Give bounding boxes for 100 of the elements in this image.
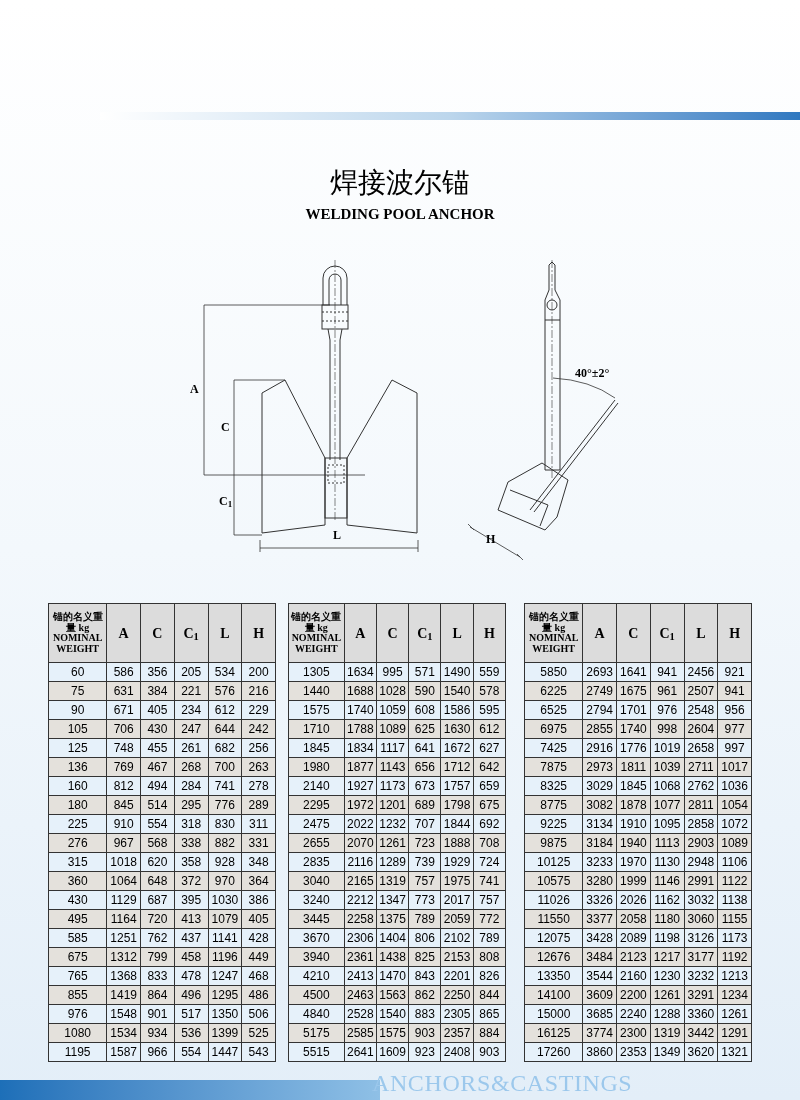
table-cell: 2641 [344, 1043, 376, 1061]
table-cell: 1213 [718, 967, 751, 985]
table-cell: 2353 [617, 1043, 650, 1061]
table-cell: 1291 [718, 1024, 751, 1042]
table-cell: 2463 [344, 986, 376, 1004]
table-cell: 5515 [289, 1043, 344, 1061]
table-cell: 3134 [583, 815, 617, 833]
table-cell: 506 [242, 1005, 275, 1023]
table-cell: 384 [141, 682, 174, 700]
table-cell: 1192 [718, 948, 751, 966]
table-cell: 1878 [617, 796, 650, 814]
table-cell: 934 [141, 1024, 174, 1042]
table-cell: 941 [718, 682, 751, 700]
subtitle: WELDING POOL ANCHOR [304, 205, 496, 224]
table-cell: 1540 [376, 1005, 409, 1023]
table-cell: 995 [376, 663, 409, 681]
table-cell: 1196 [208, 948, 242, 966]
table-cell: 1776 [617, 739, 650, 757]
table-cell: 1540 [441, 682, 473, 700]
table-cell: 554 [141, 815, 174, 833]
table-cell: 2858 [684, 815, 718, 833]
header-cell: A [107, 604, 141, 662]
header-cell: 锚的名义重量 kg NOMINAL WEIGHT [49, 604, 107, 662]
table-cell: 910 [107, 815, 141, 833]
table-cell: 2835 [289, 853, 344, 871]
table-cell: 1447 [208, 1043, 242, 1061]
title: 焊接波尔锚 [329, 166, 471, 200]
table-cell: 1575 [376, 1024, 409, 1042]
table-cell: 706 [107, 720, 141, 738]
table-cell: 1419 [107, 986, 141, 1004]
table-cell: 2711 [684, 758, 718, 776]
table-cell: 1288 [650, 1005, 684, 1023]
table-cell: 1712 [441, 758, 473, 776]
table-cell: 2585 [344, 1024, 376, 1042]
table-cell: 1173 [376, 777, 409, 795]
table-cell: 1834 [344, 739, 376, 757]
table-cell: 1039 [650, 758, 684, 776]
table-cell: 1609 [376, 1043, 409, 1061]
header-cell: 锚的名义重量 kg NOMINAL WEIGHT [289, 604, 344, 662]
table-cell: 4840 [289, 1005, 344, 1023]
table-cell: 495 [49, 910, 107, 928]
table-cell: 2528 [344, 1005, 376, 1023]
table-cell: 514 [141, 796, 174, 814]
table-cell: 289 [242, 796, 275, 814]
table-cell: 2916 [583, 739, 617, 757]
table-cell: 3860 [583, 1043, 617, 1061]
header-cell: C$_{1}$ [409, 604, 441, 662]
table-cell: 2973 [583, 758, 617, 776]
table-cell: 1587 [107, 1043, 141, 1061]
table-cell: 776 [208, 796, 242, 814]
table-cell: 865 [473, 1005, 505, 1023]
table-cell: 1018 [107, 853, 141, 871]
table-cell: 2794 [583, 701, 617, 719]
table-cell: 1180 [650, 910, 684, 928]
table-cell: 627 [473, 739, 505, 757]
table-cell: 2070 [344, 834, 376, 852]
table-cell: 11550 [525, 910, 583, 928]
table-cell: 2655 [289, 834, 344, 852]
header-cell: C [141, 604, 174, 662]
table-cell: 682 [208, 739, 242, 757]
table-cell: 486 [242, 986, 275, 1004]
table-cell: 1251 [107, 929, 141, 947]
table-cell: 2811 [684, 796, 718, 814]
table-cell: 3609 [583, 986, 617, 1004]
table-cell: 3428 [583, 929, 617, 947]
table-cell: 1350 [208, 1005, 242, 1023]
table-cell: 2548 [684, 701, 718, 719]
table-cell: 1079 [208, 910, 242, 928]
table-cell: 741 [208, 777, 242, 795]
table-cell: 578 [473, 682, 505, 700]
table-cell: 7875 [525, 758, 583, 776]
table-cell: 525 [242, 1024, 275, 1042]
table-cell: 883 [409, 1005, 441, 1023]
table-cell: 571 [409, 663, 441, 681]
table-cell: 242 [242, 720, 275, 738]
header-cell: H [242, 604, 275, 662]
table-cell: 3445 [289, 910, 344, 928]
table-cell: 723 [409, 834, 441, 852]
table-cell: 358 [174, 853, 208, 871]
table-cell: 1534 [107, 1024, 141, 1042]
table-cell: 845 [107, 796, 141, 814]
table-cell: 1054 [718, 796, 751, 814]
table-cell: 1630 [441, 720, 473, 738]
table-cell: 799 [141, 948, 174, 966]
table-cell: 612 [473, 720, 505, 738]
table-cell: 5175 [289, 1024, 344, 1042]
table-cell: 1080 [49, 1024, 107, 1042]
table-cell: 180 [49, 796, 107, 814]
table-cell: 1019 [650, 739, 684, 757]
table-cell: 2475 [289, 815, 344, 833]
table-cell: 773 [409, 891, 441, 909]
table-cell: 700 [208, 758, 242, 776]
table-cell: 13350 [525, 967, 583, 985]
table-cell: 1295 [208, 986, 242, 1004]
table-cell: 2250 [441, 986, 473, 1004]
table-cell: 2357 [441, 1024, 473, 1042]
table-cell: 1740 [617, 720, 650, 738]
table-cell: 1888 [441, 834, 473, 852]
table-cell: 9225 [525, 815, 583, 833]
table-cell: 12075 [525, 929, 583, 947]
